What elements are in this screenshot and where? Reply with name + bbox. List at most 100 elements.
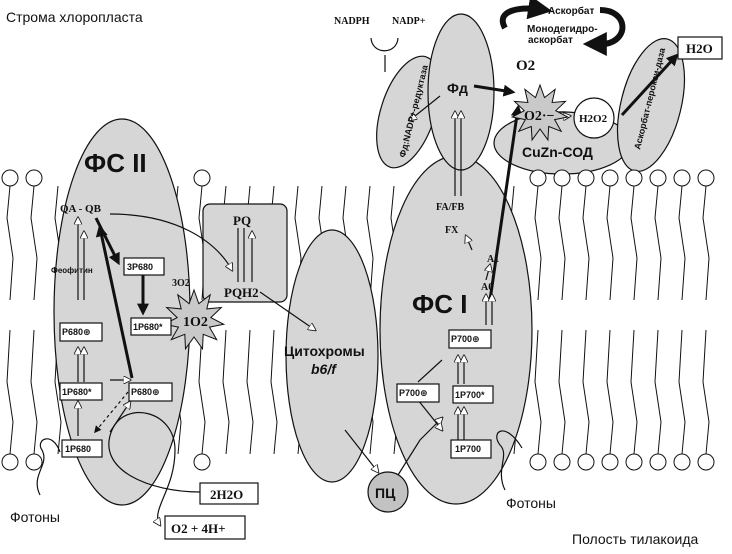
lipid-tail — [606, 329, 614, 455]
lipid-head — [1, 169, 19, 187]
cyt-to-pc-arrow — [344, 429, 378, 472]
lipid-head — [601, 169, 619, 187]
psi-to-superoxide-arrow — [488, 104, 523, 301]
nadp-reduction-curl — [370, 37, 399, 52]
stroma-label: Строма хлоропласта — [6, 9, 143, 25]
lipid-head — [697, 453, 715, 471]
fd-label: Фд — [447, 80, 468, 96]
lipid-head — [553, 169, 571, 187]
h2o2-label: H2O2 — [579, 113, 608, 125]
lipid-tail — [270, 329, 278, 455]
p680plus-to-qa-arrow — [95, 224, 134, 379]
psii-label: ФС II — [84, 148, 147, 178]
h2o-in-label: 2H2O — [210, 487, 243, 502]
lipid-tail — [558, 329, 566, 455]
lipid-tail — [198, 329, 206, 455]
plastocyanin-complex — [367, 471, 409, 513]
h2o-out-label: H2O — [686, 41, 713, 56]
fx-label: FX — [445, 225, 459, 236]
species-boxes — [59, 36, 723, 540]
p680-star-label: 1P680* — [133, 322, 163, 332]
photons-left-label: Фотоны — [10, 509, 60, 525]
p680-plus-right-label: P680⊕ — [131, 387, 160, 397]
lipid-tail — [6, 185, 14, 301]
lipid-tail — [678, 329, 686, 455]
lipid-head — [673, 169, 691, 187]
lipid-head — [649, 453, 667, 471]
lipid-tail — [678, 185, 686, 301]
lipid-head — [25, 169, 43, 187]
p680-triplet-box — [123, 257, 165, 276]
lipid-tail — [30, 185, 38, 301]
p680-star-lower-label: 1P680* — [62, 387, 92, 397]
nadp-plus-label: NADP+ — [392, 16, 426, 27]
monodehydroascorbate-label-2: аскорбат — [528, 34, 573, 46]
superoxide-burst — [510, 83, 570, 142]
photon-wave-left — [36, 438, 61, 496]
p700-ground-label: 1P700 — [455, 444, 481, 454]
cytochromes-label-2: b6/f — [311, 361, 337, 377]
monodehydroascorbate-label-1: Монодегидро- — [527, 24, 598, 35]
p700-plus-label: P700⊕ — [451, 334, 480, 344]
lipid-tail — [606, 185, 614, 301]
singlet-oxygen-burst — [162, 288, 226, 351]
p700-plus-box — [448, 329, 492, 349]
lipid-tail — [246, 329, 254, 455]
lipid-head — [697, 169, 715, 187]
ascorbate-cycle-top-arrow — [499, 0, 553, 30]
lipid-head — [649, 169, 667, 187]
psii-chain-arrows — [78, 218, 252, 436]
h2o-out-box — [677, 36, 723, 60]
o2-out-label: O2 + 4H+ — [171, 521, 226, 536]
lipid-tail — [534, 185, 542, 301]
lipid-head — [601, 453, 619, 471]
lipid-tail — [630, 329, 638, 455]
p680-plus-right-box — [128, 382, 173, 402]
ascorbate-cycle-right-arrow — [582, 7, 626, 56]
lipid-tail — [582, 185, 590, 301]
pq-pool-box — [202, 203, 288, 303]
lipid-tail — [702, 185, 710, 301]
lipid-head — [553, 453, 571, 471]
pq-label: PQ — [233, 213, 251, 228]
p680-ground-label: 1P680 — [65, 444, 91, 454]
o2-triplet-label: 3O2 — [172, 278, 190, 289]
p700-star-label: 1P700* — [455, 390, 485, 400]
lipid-head — [193, 169, 211, 187]
a0-label: A0 — [481, 282, 493, 293]
lipid-head — [625, 453, 643, 471]
pc-label: ПЦ — [375, 485, 396, 501]
p700-ground-box — [450, 439, 492, 459]
fd-to-superoxide-arrow — [473, 84, 516, 97]
p680-plus-label: P680⊕ — [62, 327, 91, 337]
o2-out-box — [164, 515, 246, 540]
lipid-head — [529, 169, 547, 187]
lipid-head — [625, 169, 643, 187]
h2o-in-box — [199, 482, 259, 505]
qa-qb-label: QA - QB — [60, 203, 102, 215]
lipid-tail — [222, 329, 230, 455]
photon-wave-right — [496, 430, 523, 491]
a1-label: A1 — [487, 254, 499, 265]
psii-bold-arrows — [94, 53, 679, 379]
lipid-head — [1, 453, 19, 471]
h2o2-circle — [573, 97, 615, 139]
cuzn-sod-label: CuZn-СОД — [522, 144, 593, 160]
lipid-tail — [654, 185, 662, 301]
psi-label: ФС I — [412, 289, 467, 319]
p680-star-box — [130, 317, 172, 336]
lipid-head — [25, 453, 43, 471]
flow-lines — [36, 0, 626, 525]
lipid-tail — [558, 185, 566, 301]
photons-right-label: Фотоны — [506, 495, 556, 511]
p700-plus-left-box — [396, 383, 440, 403]
ascorbate-label: Аскорбат — [548, 5, 594, 17]
water-oxidation-loop — [108, 412, 201, 525]
lumen-label: Полость тилакоида — [572, 531, 698, 547]
p680-triplet-label: 3P680 — [127, 262, 153, 272]
lipid-head — [577, 453, 595, 471]
p680-ground-box — [61, 439, 103, 458]
superoxide-label: O2·− — [524, 109, 555, 124]
cytochrome-b6f-complex — [285, 229, 379, 483]
